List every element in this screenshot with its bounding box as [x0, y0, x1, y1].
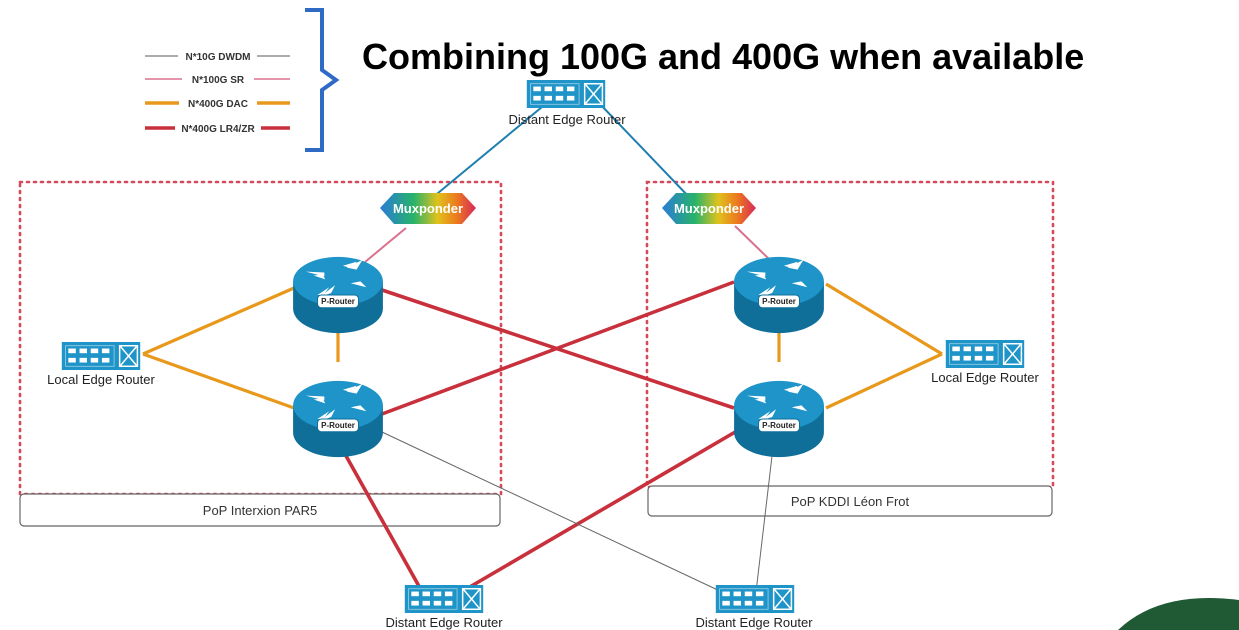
link-sr-left — [364, 227, 407, 263]
link-dac-rr-bottom — [825, 352, 943, 410]
p-router-tag: P-Router — [321, 421, 355, 430]
local-edge-router-left-label: Local Edge Router — [47, 372, 155, 387]
distant-edge-router-bottom-right-label: Distant Edge Router — [695, 615, 813, 630]
muxponder-icon — [662, 193, 756, 224]
link-lr4-to-de-bl — [334, 437, 422, 589]
distant-edge-router-bottom-right[interactable]: Distant Edge Router — [695, 585, 813, 630]
router-icon — [733, 256, 825, 334]
p-router-left-bottom[interactable]: P-Router — [292, 380, 384, 458]
switch-icon — [525, 80, 607, 108]
p-router-tag: P-Router — [762, 297, 796, 306]
pop-right-label: PoP KDDI Léon Frot — [791, 494, 910, 509]
slide-title: Combining 100G and 400G when available — [362, 36, 1085, 77]
muxponder-left[interactable]: Muxponder — [380, 193, 476, 224]
muxponder-right[interactable]: Muxponder — [662, 193, 756, 224]
link-lr4-cross-2 — [381, 280, 735, 416]
link-dac-rr-top — [825, 282, 943, 356]
legend-label-lr4: N*400G LR4/ZR — [181, 124, 255, 135]
links — [142, 101, 943, 593]
p-router-right-bottom[interactable]: P-Router — [733, 380, 825, 458]
link-dwdm-1 — [381, 431, 723, 593]
legend-label-dwdm: N*10G DWDM — [185, 52, 250, 63]
pop-right — [645, 180, 1055, 517]
p-router-tag: P-Router — [762, 421, 796, 430]
muxponder-icon — [380, 193, 476, 224]
legend-bracket — [305, 8, 340, 152]
switch-icon — [60, 342, 142, 370]
muxponder-right-label: Muxponder — [674, 201, 744, 216]
link-dac-lr-bottom — [142, 352, 295, 410]
muxponder-left-label: Muxponder — [393, 201, 463, 216]
router-icon — [292, 380, 384, 458]
distant-edge-router-top-label: Distant Edge Router — [508, 112, 626, 127]
router-icon — [733, 380, 825, 458]
legend-item-sr: N*100G SR — [145, 73, 290, 86]
p-router-left-top[interactable]: P-Router — [292, 256, 384, 334]
legend-item-lr4: N*400G LR4/ZR — [145, 122, 290, 135]
legend-item-dac: N*400G DAC — [145, 97, 290, 110]
link-dac-lr-top — [142, 286, 295, 356]
legend-item-dwdm: N*10G DWDM — [145, 50, 290, 63]
legend: N*10G DWDM N*100G SR N*400G DAC N*400G L… — [145, 8, 340, 152]
legend-label-sr: N*100G SR — [192, 75, 245, 86]
distant-edge-router-bottom-left[interactable]: Distant Edge Router — [385, 585, 503, 630]
p-router-tag: P-Router — [321, 297, 355, 306]
decorative-green-shape — [1118, 598, 1239, 630]
local-edge-router-left[interactable]: Local Edge Router — [47, 342, 156, 387]
link-sr-right — [734, 225, 771, 261]
router-icon — [292, 256, 384, 334]
p-router-right-top[interactable]: P-Router — [733, 256, 825, 334]
switch-icon — [403, 585, 485, 613]
link-fiber-right — [597, 101, 691, 199]
link-dwdm-2 — [755, 455, 773, 593]
distant-edge-router-top[interactable]: Distant Edge Router — [508, 80, 626, 127]
legend-label-dac: N*400G DAC — [188, 99, 248, 110]
local-edge-router-right-label: Local Edge Router — [931, 370, 1039, 385]
switch-icon — [714, 585, 796, 613]
switch-icon — [944, 340, 1026, 368]
distant-edge-router-bottom-left-label: Distant Edge Router — [385, 615, 503, 630]
local-edge-router-right[interactable]: Local Edge Router — [931, 340, 1040, 385]
link-lr4-r-to-de-bl — [467, 426, 743, 590]
pop-left-label: PoP Interxion PAR5 — [203, 503, 317, 518]
link-fiber-left — [431, 101, 549, 199]
